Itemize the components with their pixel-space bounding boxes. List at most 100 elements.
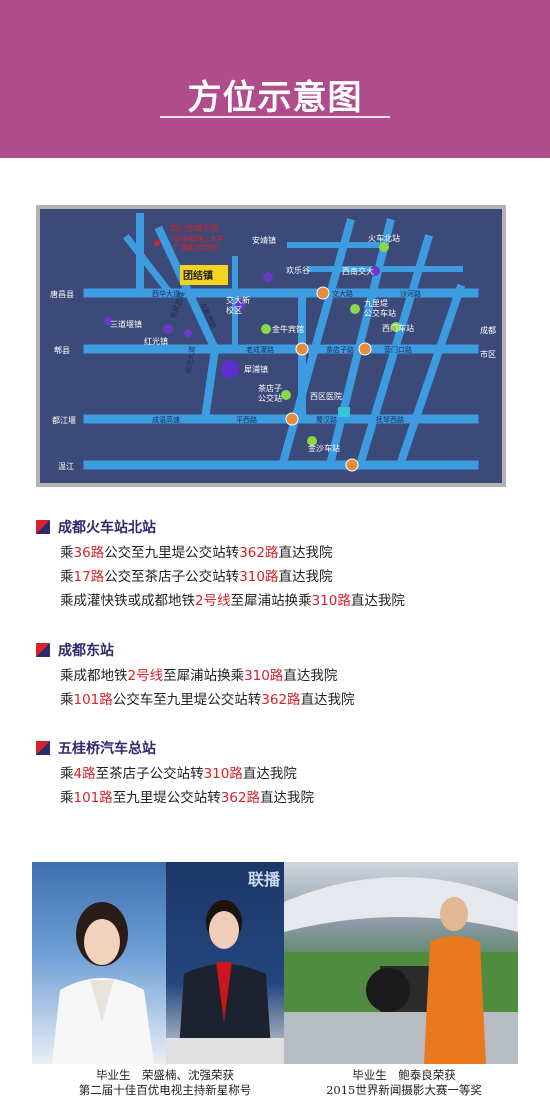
tv-logo-text: 联播 xyxy=(247,870,280,889)
location-map-frame: ★ 四川传媒学院 (原成都理工大学 广播影视学院) 团结镇 安靖镇 唐昌县 郫县… xyxy=(36,205,506,487)
hospital-marker xyxy=(338,407,350,417)
section-title: 成都东站 xyxy=(58,643,114,659)
label-pixian: 郫县 xyxy=(54,345,70,355)
photo-male-anchor: 联播 xyxy=(166,862,284,1064)
alumni-photos: 联播 xyxy=(32,862,518,1064)
road-college-diag xyxy=(123,234,175,298)
map-svg: ★ 四川传媒学院 (原成都理工大学 广播影视学院) 团结镇 安靖镇 唐昌县 郫县… xyxy=(50,213,496,472)
page-header: 方位示意图 xyxy=(0,0,550,158)
photo-photographer xyxy=(284,862,518,1064)
label-chengdu-city2: 市区 xyxy=(480,349,496,359)
location-map: ★ 四川传媒学院 (原成都理工大学 广播影视学院) 团结镇 安靖镇 唐昌县 郫县… xyxy=(40,209,502,483)
label-chadianzi-road: 茶店子路 xyxy=(326,345,354,354)
station-marker xyxy=(281,390,291,400)
label-jinsha: 金沙车站 xyxy=(308,443,340,453)
title-underline xyxy=(160,116,390,118)
station-marker xyxy=(307,436,317,446)
junction-marker xyxy=(316,286,330,300)
road-diagonal xyxy=(154,225,221,355)
label-shahe: 沙河路 xyxy=(400,289,421,298)
station-marker xyxy=(184,329,192,337)
route-section-east-station: 成都东站 乘成都地铁2号线至犀浦站换乘310路直达我院 乘101路公交车至九里堤… xyxy=(36,640,536,712)
label-ximen-road: 营门口路 xyxy=(384,345,412,354)
label-xipu: 犀浦镇 xyxy=(244,364,268,374)
caption-line: 毕业生 荣盛楠、沈强荣获 xyxy=(96,1068,234,1082)
station-marker xyxy=(235,300,245,310)
section-title: 五桂桥汽车总站 xyxy=(58,741,156,757)
label-jiulidi: 九里堤 xyxy=(364,298,388,308)
route-section-wuguiqiao: 五桂桥汽车总站 乘4路至茶店子公交站转310路直达我院 乘101路至九里堤公交站… xyxy=(36,738,536,810)
route-line: 乘101路公交车至九里堤公交站转362路直达我院 xyxy=(60,692,355,708)
label-huoche-north: 火车北站 xyxy=(368,233,400,243)
label-shuhan: 蜀汉路 xyxy=(316,415,337,424)
label-dujiangyan: 都江堰 xyxy=(52,415,76,425)
road-city-2 xyxy=(325,218,395,470)
label-wenjiang: 温江 xyxy=(58,462,74,471)
xipu-marker xyxy=(221,360,239,378)
road-city-3 xyxy=(355,234,433,470)
label-laocheng: 老成灌路 xyxy=(246,345,274,354)
road-city-4 xyxy=(394,283,466,471)
label-xiqu-yiyuan: 西区医院 xyxy=(310,391,342,401)
label-jinniu: 金牛宾馆 xyxy=(272,324,304,334)
label-college-sub1: (原成都理工大学 xyxy=(172,234,224,243)
section-header: 成都东站 xyxy=(36,640,536,660)
label-jiaoda-road: 交大路 xyxy=(332,289,353,298)
station-marker xyxy=(391,322,401,332)
label-chadianzi-2: 公交站 xyxy=(258,393,282,403)
section-bullet-icon xyxy=(36,520,50,534)
section-header: 五桂桥汽车总站 xyxy=(36,738,536,758)
label-jiaoda-xin: 交大新 xyxy=(226,295,250,305)
page-title: 方位示意图 xyxy=(187,78,363,118)
junction-marker xyxy=(358,342,372,356)
label-college-sub2: 广播影视学院) xyxy=(174,243,219,252)
caption-line: 毕业生 鲍泰良荣获 xyxy=(352,1068,456,1082)
college-star-icon: ★ xyxy=(152,236,163,250)
label-chengdu-city: 成都 xyxy=(480,325,496,335)
photo-female-anchor xyxy=(32,862,166,1064)
junction-marker xyxy=(295,342,309,356)
label-jiulidi-2: 公交车站 xyxy=(364,308,396,318)
label-anjing: 安靖镇 xyxy=(252,235,276,245)
station-marker xyxy=(379,242,389,252)
caption-line: 第二届十佳百优电视主持新星称号 xyxy=(78,1083,252,1097)
label-tuanjie: 团结镇 xyxy=(183,269,213,282)
junction-marker xyxy=(285,412,299,426)
station-marker xyxy=(163,324,173,334)
label-chengwen: 成温高速 xyxy=(152,415,180,424)
label-college: 四川传媒学院 xyxy=(170,223,218,233)
route-section-north-station: 成都火车站北站 乘36路公交至九里堤公交站转362路直达我院 乘17路公交至茶店… xyxy=(36,517,536,613)
section-bullet-icon xyxy=(36,643,50,657)
caption-photographer: 毕业生 鲍泰良荣获 2015世界新闻摄影大赛一等奖 xyxy=(286,1068,522,1098)
label-sandaoyan: 三道堰镇 xyxy=(110,319,142,329)
label-tangchang: 唐昌县 xyxy=(50,289,74,299)
route-line: 乘成都地铁2号线至犀浦站换乘310路直达我院 xyxy=(60,668,338,684)
section-header: 成都火车站北站 xyxy=(36,517,536,537)
station-marker xyxy=(104,317,112,325)
label-xinan-jiaoda: 西南交大 xyxy=(342,266,374,276)
section-title: 成都火车站北站 xyxy=(58,520,156,536)
section-bullet-icon xyxy=(36,741,50,755)
route-line: 乘4路至茶店子公交站转310路直达我院 xyxy=(60,766,297,782)
route-line: 乘17路公交至茶店子公交站转310路直达我院 xyxy=(60,569,333,585)
label-fuqin: 抚琴西路 xyxy=(376,415,404,424)
caption-anchors: 毕业生 荣盛楠、沈强荣获 第二届十佳百优电视主持新星称号 xyxy=(40,1068,290,1098)
label-huanlegu: 欢乐谷 xyxy=(286,265,310,275)
station-marker xyxy=(350,304,360,314)
label-pingxi: 平西路 xyxy=(236,415,257,424)
label-chadianzi: 茶店子 xyxy=(258,383,282,393)
label-hongguang: 红光镇 xyxy=(144,336,168,346)
junction-marker xyxy=(345,458,359,472)
label-ximen: 西门车站 xyxy=(382,323,414,333)
station-marker xyxy=(263,272,273,282)
tuanjie-box xyxy=(180,265,228,285)
route-line: 乘36路公交至九里堤公交站转362路直达我院 xyxy=(60,545,333,561)
label-jiaoda-xin-2: 校区 xyxy=(226,305,242,315)
road-yaoguang xyxy=(200,344,220,424)
caption-line: 2015世界新闻摄影大赛一等奖 xyxy=(326,1083,482,1097)
route-line: 乘101路至九里堤公交站转362路直达我院 xyxy=(60,790,315,806)
label-xihua-avenue: 西华大道 xyxy=(152,289,180,298)
route-line: 乘成灌快铁或成都地铁2号线至犀浦站换乘310路直达我院 xyxy=(60,593,405,609)
station-marker xyxy=(261,324,271,334)
station-marker xyxy=(370,266,380,276)
